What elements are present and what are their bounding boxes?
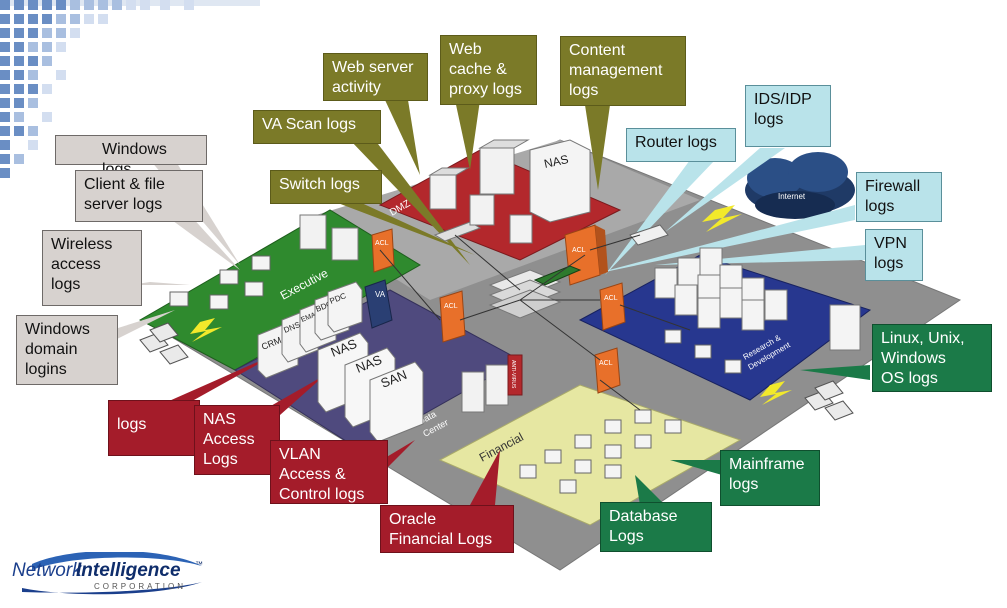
dmz-switch xyxy=(433,221,482,242)
logo-word-network: Network xyxy=(12,560,82,581)
callout-firewall-logs: Firewall logs xyxy=(856,172,942,222)
firewall-icon: ACL xyxy=(594,347,621,394)
network-cables xyxy=(379,234,691,411)
svg-text:ANTI-VIRUS: ANTI-VIRUS xyxy=(510,360,516,389)
callout-windows-logs: Windows logs xyxy=(55,135,207,178)
callout-va-scan-logs: VA Scan logs xyxy=(253,110,381,144)
callout-oracle-financial-logs: Oracle Financial Logs xyxy=(380,505,514,553)
green-pointers xyxy=(635,365,870,505)
dc-rack: PDC xyxy=(327,281,363,333)
svg-text:ACL: ACL xyxy=(375,240,389,247)
network-intelligence-logo: Network Intelligence ™ CORPORATION xyxy=(12,552,212,598)
logo-corporation: CORPORATION xyxy=(94,582,186,591)
dmz-server-icon xyxy=(469,194,495,226)
callout-web-server-activity: Web server activity xyxy=(323,53,428,101)
svg-text:ACL: ACL xyxy=(444,303,458,310)
logo-word-intelligence: Intelligence xyxy=(76,560,181,581)
callout-web-cache-proxy-logs: Web cache & proxy logs xyxy=(440,35,537,105)
dmz-server-icon xyxy=(478,139,530,195)
internet-label: Internet xyxy=(778,192,806,201)
dmz-server-icon xyxy=(509,214,533,244)
research-laptops xyxy=(804,380,854,421)
dmz-server-icon xyxy=(428,167,470,210)
nas-server-icon: NAS xyxy=(529,139,591,223)
anti-virus-server: ANTI-VIRUS xyxy=(461,354,523,413)
va-box xyxy=(364,279,393,329)
firewall-icon: ACL xyxy=(599,282,626,331)
callout-ids-idp-logs: IDS/IDP logs xyxy=(745,85,831,147)
svg-text:ACL: ACL xyxy=(604,295,618,302)
exec-server-icon xyxy=(299,214,327,250)
callout-wireless-access-logs: Wireless access logs xyxy=(42,230,142,306)
blue-pointers xyxy=(590,148,865,275)
callout-windows-domain-logins: Windows domain logins xyxy=(16,315,118,385)
exec-workstations xyxy=(169,255,271,310)
firewall-icon: ACL xyxy=(371,228,395,273)
research-servers xyxy=(654,247,861,351)
financial-workstations xyxy=(519,409,682,494)
svg-text:ACL: ACL xyxy=(599,360,613,367)
dc-san-rack: SAN xyxy=(369,361,424,443)
laptop-icons xyxy=(139,322,189,365)
logo-trademark: ™ xyxy=(195,560,203,569)
callout-vpn-logs: VPN logs xyxy=(865,229,923,281)
core-switch xyxy=(488,265,582,319)
callout-content-management-logs: Content management logs xyxy=(560,36,686,106)
callout-linux-unix-windows-os-logs: Linux, Unix, Windows OS logs xyxy=(872,324,992,392)
callout-router-logs: Router logs xyxy=(626,128,736,162)
callout-nas-access-logs: NAS Access Logs xyxy=(194,405,280,475)
router-icon xyxy=(629,224,669,246)
lightning-icon xyxy=(760,381,792,405)
lightning-icon xyxy=(702,205,742,232)
lightning-icon xyxy=(190,318,222,342)
svg-text:NAS: NAS xyxy=(543,152,570,171)
internet-cloud: Internet xyxy=(745,152,855,219)
firewall-icon: ACL xyxy=(439,290,466,343)
callout-mainframe-logs: Mainframe logs xyxy=(720,450,820,506)
callout-vlan-access-control-logs: VLAN Access & Control logs xyxy=(270,440,388,504)
callout-logs: logs xyxy=(108,400,200,456)
exec-server-icon xyxy=(331,227,359,261)
logo-swoosh-icon xyxy=(22,552,202,595)
research-workstations xyxy=(664,329,742,374)
svg-text:VA: VA xyxy=(375,290,386,299)
callout-client-file-server-logs: Client & file server logs xyxy=(75,170,203,222)
svg-text:ACL: ACL xyxy=(572,247,586,254)
callout-database-logs: Database Logs xyxy=(600,502,712,552)
corner-mosaic xyxy=(0,0,260,178)
callout-switch-logs: Switch logs xyxy=(270,170,382,204)
